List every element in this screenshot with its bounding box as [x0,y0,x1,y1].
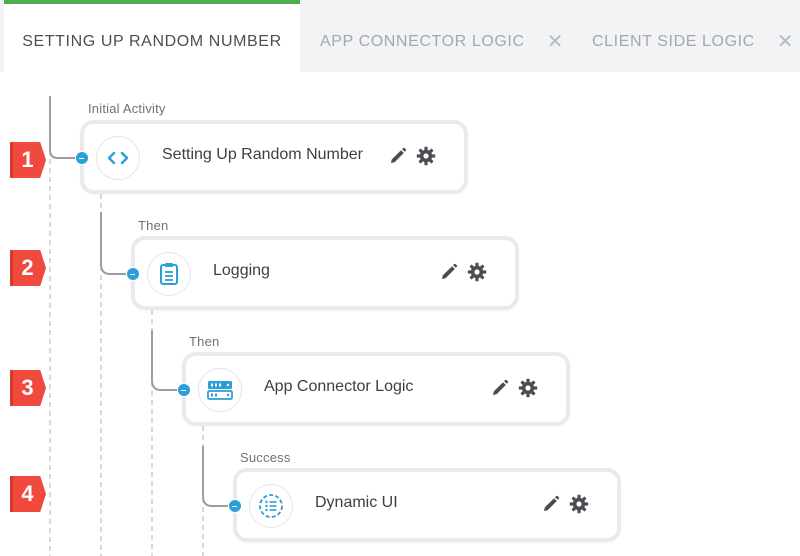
tab-client-side-logic[interactable]: CLIENT SIDE LOGIC ✕ [592,0,794,72]
close-icon[interactable]: ✕ [546,31,564,53]
step-label: Initial Activity [88,101,166,116]
step-number-badge: 3 [10,370,46,406]
step-title: Logging [213,262,270,279]
step-title: Setting Up Random Number [162,146,363,163]
collapse-toggle[interactable] [75,151,89,165]
step-number-badge: 4 [10,476,46,512]
pencil-icon [442,263,458,279]
tab-label: SETTING UP RANDOM NUMBER [22,33,282,50]
pencil-icon [544,495,560,511]
code-icon [107,151,129,165]
step-label: Then [189,334,220,349]
step-number-badge: 2 [10,250,46,286]
server-icon [207,381,233,400]
step-icon [96,136,140,180]
step-label: Success [240,450,291,465]
settings-button[interactable] [518,378,538,398]
edit-button[interactable] [439,262,459,282]
flow-step-card[interactable]: App Connector Logic [182,352,570,426]
gear-icon [569,494,589,514]
step-label: Then [138,218,169,233]
edit-button[interactable] [388,146,408,166]
list-icon [259,494,283,518]
close-icon[interactable]: ✕ [776,31,795,53]
step-icon [147,252,191,296]
edit-button[interactable] [541,494,561,514]
flow-step-card[interactable]: Setting Up Random Number [80,120,468,194]
settings-button[interactable] [467,262,487,282]
gear-icon [416,146,436,166]
step-number-badge: 1 [10,142,46,178]
tab-label: CLIENT SIDE LOGIC [592,33,755,50]
clipboard-icon [160,263,178,285]
settings-button[interactable] [416,146,436,166]
collapse-toggle[interactable] [177,383,191,397]
gear-icon [518,378,538,398]
flow-step-card[interactable]: Dynamic UI [233,468,621,542]
pencil-icon [493,379,509,395]
pencil-icon [391,147,407,163]
flow-canvas: 1 2 3 4 Initial Activity Then Then Succe… [0,72,800,556]
flow-step-card[interactable]: Logging [131,236,519,310]
collapse-toggle[interactable] [228,499,242,513]
gear-icon [467,262,487,282]
edit-button[interactable] [490,378,510,398]
settings-button[interactable] [569,494,589,514]
step-icon [198,368,242,412]
tab-setting-up-random-number[interactable]: SETTING UP RANDOM NUMBER [4,0,300,72]
flow-connectors [49,96,230,556]
tab-app-connector-logic[interactable]: APP CONNECTOR LOGIC ✕ [320,0,564,72]
tab-label: APP CONNECTOR LOGIC [320,33,525,50]
step-title: Dynamic UI [315,494,398,511]
collapse-toggle[interactable] [126,267,140,281]
step-title: App Connector Logic [264,378,414,395]
step-icon [249,484,293,528]
tab-bar: SETTING UP RANDOM NUMBER APP CONNECTOR L… [0,0,800,72]
